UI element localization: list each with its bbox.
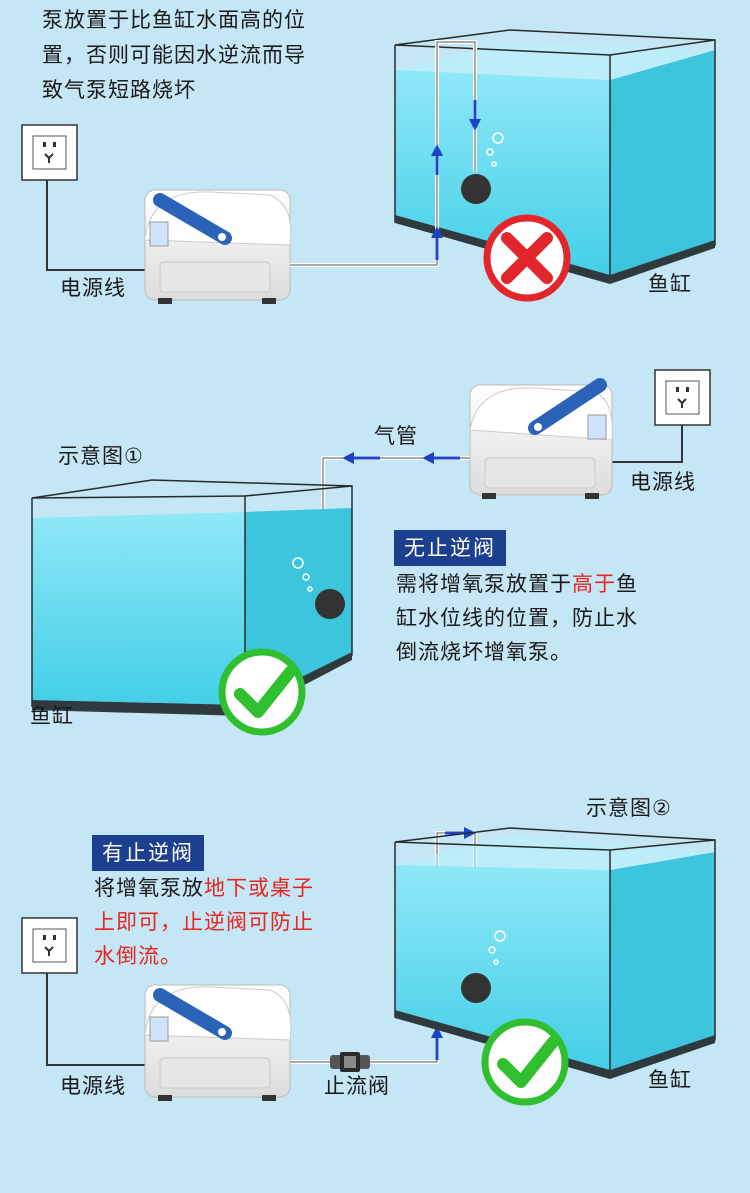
section1-power-cord [46,180,150,271]
section2-tank-label: 鱼缸 [30,704,74,728]
green-check-icon [218,648,306,736]
section2-power-cord [600,425,683,463]
section3-desc-highlight2: 止逆阀可防止 [182,910,314,934]
section3-wall-outlet [21,917,78,974]
section2-desc-line3: 倒流烧坏增氧泵。 [396,640,572,664]
section3-fish-tank [394,827,716,1079]
section3-power-cord-label: 电源线 [60,1074,126,1098]
section1-power-cord-label: 电源线 [60,276,126,300]
has-check-valve-badge: 有止逆阀 [92,835,204,871]
section1-note-line2: 置，否则可能因水逆流而导 [42,43,306,67]
red-cross-icon [483,214,571,302]
section1-air-pump [144,189,292,304]
check-valve-label: 止流阀 [324,1074,390,1098]
section3-desc-line3: 水倒流。 [94,944,182,968]
section3-desc-line1-a: 将增氧泵放 [94,876,204,900]
section2-desc-line1-a: 需将增氧泵放置于 [396,572,572,596]
section2-diagram-label: 示意图① [58,444,144,468]
section3-desc-line2-a: 上即可， [94,910,182,934]
section3-air-pump [144,984,292,1101]
section2-desc-line1: 需将增氧泵放置于高于鱼 [396,568,638,600]
check-valve [330,1052,370,1072]
section2-air-pump [469,378,613,499]
section1-tank-label: 鱼缸 [648,272,692,296]
section2-power-cord-label: 电源线 [630,470,696,494]
no-check-valve-badge: 无止逆阀 [394,530,506,566]
section1-wall-outlet [21,124,78,181]
section2-air-tube-label: 气管 [374,424,418,448]
section3-power-cord [46,973,148,1066]
section2-fish-tank [31,479,353,716]
section2-desc-line1-c: 鱼 [616,572,638,596]
section2-wall-outlet [654,369,711,426]
section3-desc-line2: 上即可，止逆阀可防止 [94,906,314,938]
section1-note-line1: 泵放置于比鱼缸水面高的位 [42,8,306,32]
section3-tank-label: 鱼缸 [648,1068,692,1092]
section3-desc-highlight1: 地下或桌子 [204,876,314,900]
section1-note-line3: 致气泵短路烧坏 [42,78,196,102]
section2-desc-highlight: 高于 [572,572,616,596]
section1-fish-tank [394,29,716,284]
section3-desc-line1: 将增氧泵放地下或桌子 [94,872,314,904]
section2-desc-line2: 缸水位线的位置，防止水 [396,606,638,630]
green-check-icon [481,1018,569,1106]
section3-diagram-label: 示意图② [586,796,672,820]
